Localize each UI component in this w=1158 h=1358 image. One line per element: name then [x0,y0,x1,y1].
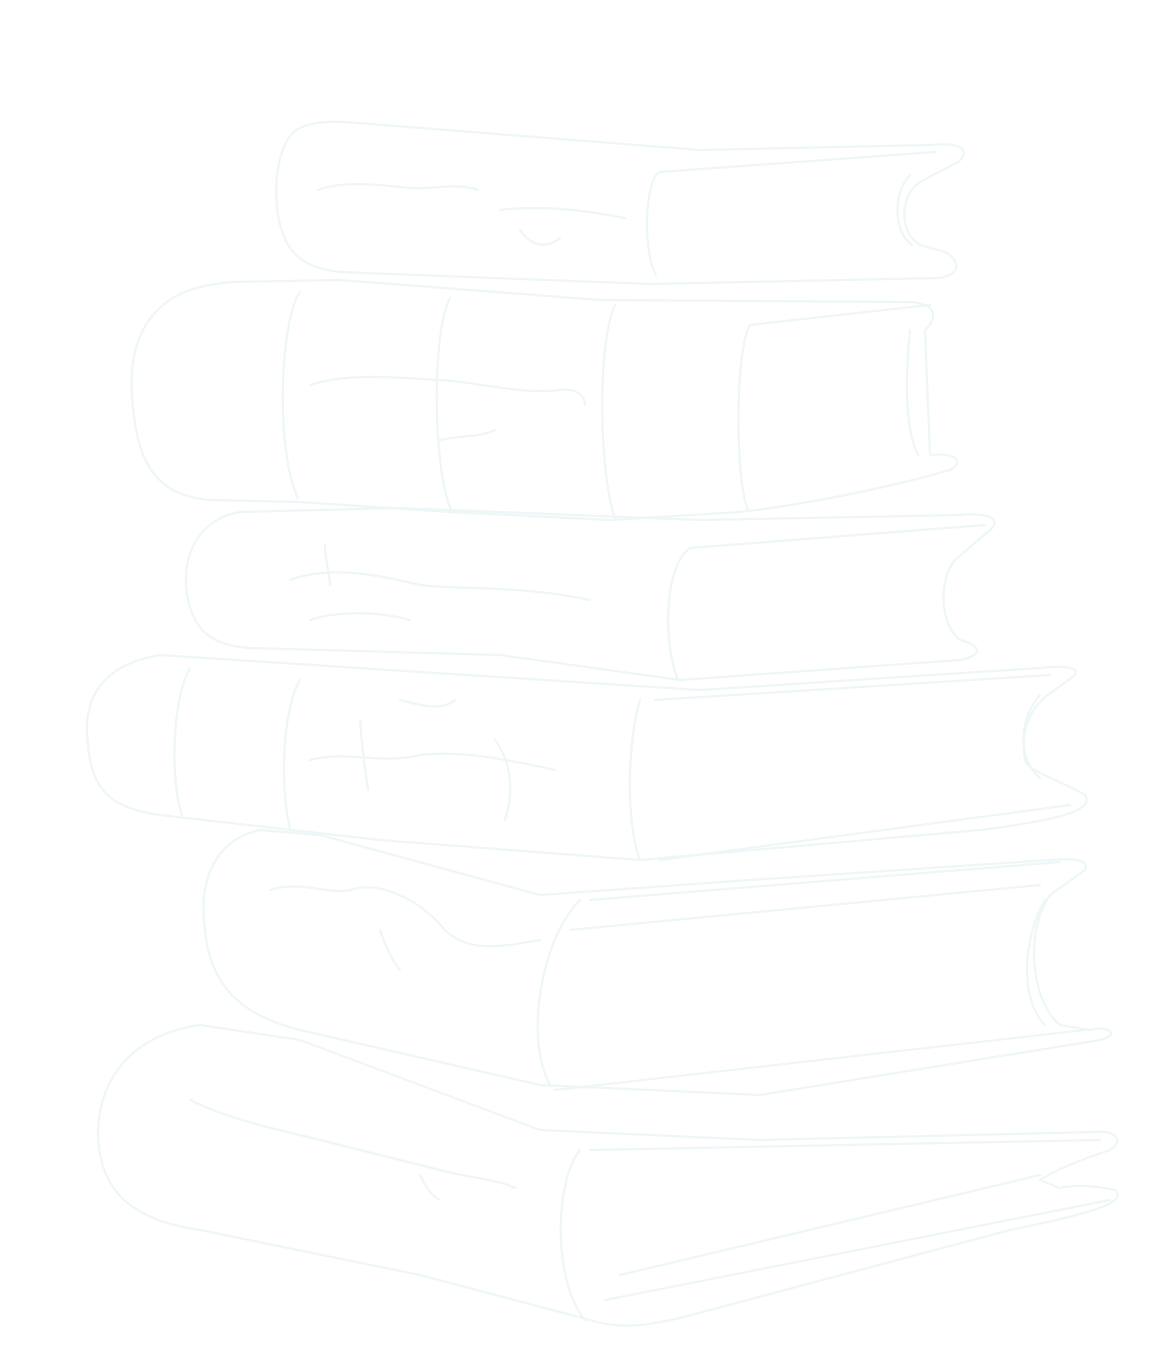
book-5 [202,828,1112,1097]
book-2 [130,278,958,522]
book-3 [184,506,996,682]
book-6-bottom [96,1023,1119,1327]
book-1-top [275,120,965,286]
book-4 [85,653,1088,862]
